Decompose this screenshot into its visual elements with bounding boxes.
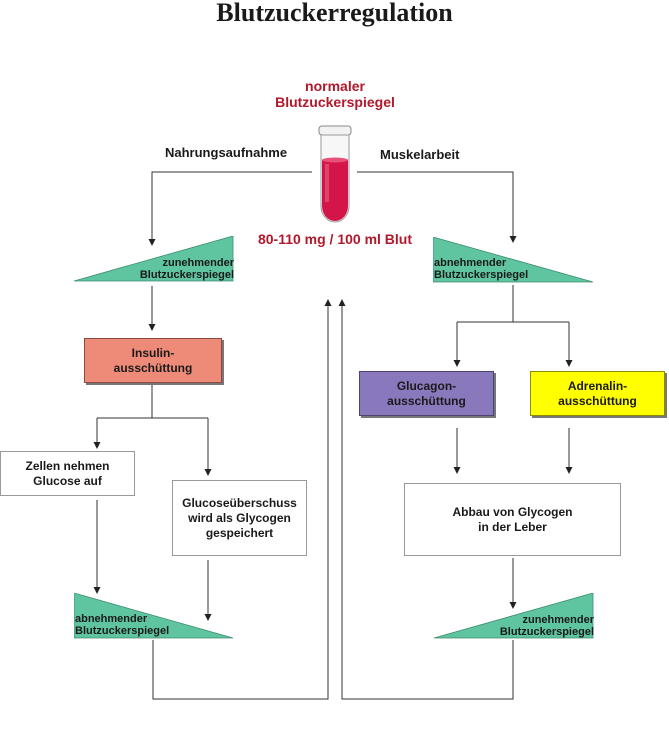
normal-blood-sugar-heading: normaler Blutzuckerspiegel [275,78,395,110]
adrenalin-box: Adrenalin- ausschüttung [530,371,665,416]
glycogen-breakdown-box: Abbau von Glycogen in der Leber [404,483,621,556]
triangle-label-bottom-left: abnehmender Blutzuckerspiegel [75,613,170,637]
test-tube-icon [318,125,352,223]
increasing-level-triangle-bottom-right [434,593,594,639]
insulin-box: Insulin- ausschüttung [84,338,222,383]
decreasing-level-triangle-bottom-left [74,593,234,639]
triangle-label-top-left: zunehmender Blutzuckerspiegel [139,257,234,281]
decreasing-level-triangle-top-right [433,237,594,283]
muscle-work-label: Muskelarbeit [380,147,460,162]
glycogen-storage-box: Glucoseüberschuss wird als Glycogen gesp… [172,480,307,556]
food-intake-label: Nahrungsaufnahme [165,145,288,160]
normal-range-label: 80-110 mg / 100 ml Blut [257,231,413,247]
glucagon-box: Glucagon- ausschüttung [359,371,494,416]
page-title: Blutzuckerregulation [216,0,453,27]
triangle-label-top-right: abnehmender Blutzuckerspiegel [434,257,529,281]
cells-absorb-glucose-box: Zellen nehmen Glucose auf [0,451,135,496]
increasing-level-triangle-top-left [74,236,234,282]
triangle-label-bottom-right: zunehmender Blutzuckerspiegel [499,614,594,638]
